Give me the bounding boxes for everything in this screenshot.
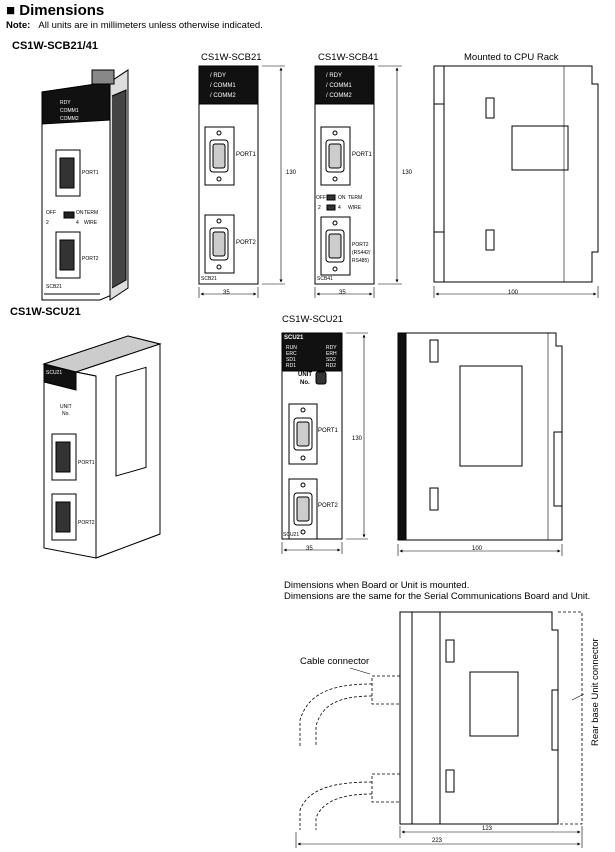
scu21-height: 130 xyxy=(352,436,363,442)
mounted-caption-1: Dimensions when Board or Unit is mounted… xyxy=(284,580,470,591)
scb41-term: TERM xyxy=(348,195,363,201)
scb41-port2-rs442: (RS442/ xyxy=(352,250,371,256)
scb41-title: CS1W-SCB41 xyxy=(318,52,379,63)
model-scb21-41: CS1W-SCB21/41 xyxy=(12,40,98,52)
scb41-on: ON xyxy=(338,195,346,201)
photo-scb-two: 2 xyxy=(46,220,49,226)
photo-scb-on: ON xyxy=(76,210,84,216)
side-view-rack xyxy=(433,65,599,298)
scb21-led-comm2: / COMM2 xyxy=(210,93,236,99)
photo-scb-code: SCB21 xyxy=(46,284,62,290)
scb21-title: CS1W-SCB21 xyxy=(201,52,262,63)
scu21-port1-label: PORT1 xyxy=(318,428,338,434)
mounted-caption-2: Dimensions are the same for the Serial C… xyxy=(284,591,591,602)
scu21-leds-left: RUN ERC SD1 RD1 xyxy=(286,345,297,369)
scu21-led-rd1: RD1 xyxy=(286,363,297,369)
scb41-wire: WIRE xyxy=(348,205,362,211)
note-text: All units are in millimeters unless othe… xyxy=(38,20,263,31)
scu21-title: CS1W-SCU21 xyxy=(282,314,344,325)
scb41-led-comm1: / COMM1 xyxy=(326,83,352,89)
dim-inner: 123 xyxy=(482,826,493,832)
side-title: Mounted to CPU Rack xyxy=(464,52,559,63)
photo-scb-four: 4 xyxy=(76,220,79,226)
photo-scb-comm1: COMM1 xyxy=(60,108,79,114)
photo-scu-port2: PORT2 xyxy=(78,520,95,526)
scb41-led-rdy: / RDY xyxy=(326,73,343,79)
scu21-leds-right: RDY ERH SD2 RD2 xyxy=(326,345,337,369)
scb41-width: 35 xyxy=(339,290,346,296)
scb41-four: 4 xyxy=(338,205,341,211)
scu21-side-depth: 100 xyxy=(472,546,483,552)
page-title: ■ Dimensions xyxy=(6,2,104,19)
photo-scb-port2: PORT2 xyxy=(82,256,99,262)
photo-scb-port1: PORT1 xyxy=(82,170,99,176)
scb41-code: SCB41 xyxy=(317,276,333,282)
scb21-port1-label: PORT1 xyxy=(236,152,256,158)
units-note: Note: All units are in millimeters unles… xyxy=(6,20,263,31)
scu21-led-erh: ERH xyxy=(326,351,337,357)
rear-connector-label: Rear base Unit connector xyxy=(590,638,601,746)
mounted-assembly xyxy=(295,611,585,848)
photo-scb-rdy: RDY xyxy=(60,100,71,106)
scb21-height: 130 xyxy=(286,170,297,176)
scu21-code: SCU21 xyxy=(284,335,304,341)
photo-scu-port1: PORT1 xyxy=(78,460,95,466)
scu21-led-rdy: RDY xyxy=(326,345,337,351)
scb21-led-rdy: / RDY xyxy=(210,73,227,79)
photo-scu-unit: UNIT xyxy=(60,404,72,410)
photo-scb-off: OFF xyxy=(46,210,56,216)
scb41-off: OFF xyxy=(316,195,326,201)
side-depth: 100 xyxy=(508,290,519,296)
page-title-text: Dimensions xyxy=(19,2,105,19)
scb41-led-comm2: / COMM2 xyxy=(326,93,352,99)
photo-scb-wire: WIRE xyxy=(84,220,98,226)
scu21-no-label: No. xyxy=(300,380,310,386)
scu21-led-sd2: SD2 xyxy=(326,357,336,363)
scu21-led-sd1: SD1 xyxy=(286,357,296,363)
scb41-port2-rs485: RS485) xyxy=(352,258,369,264)
scb-photo xyxy=(41,69,129,301)
scb41-height: 130 xyxy=(402,170,413,176)
scu-photo xyxy=(42,335,162,559)
scb21-width: 35 xyxy=(223,290,230,296)
photo-scb-comm2: COMM2 xyxy=(60,116,79,122)
model-scu21: CS1W-SCU21 xyxy=(10,306,81,318)
scb41-port2-label: PORT2 xyxy=(352,242,369,248)
scb21-front xyxy=(198,65,285,298)
scu21-led-erc: ERC xyxy=(286,351,297,357)
photo-scb-term: TERM xyxy=(84,210,99,216)
note-label: Note: xyxy=(6,20,31,31)
scu21-front xyxy=(281,332,368,554)
photo-scu-no: No. xyxy=(62,411,70,417)
scu21-side xyxy=(397,332,563,556)
scu21-width: 35 xyxy=(306,546,313,552)
scb21-port2-label: PORT2 xyxy=(236,240,256,246)
dim-total: 223 xyxy=(432,838,443,844)
scu21-bottom-code: SCU21 xyxy=(283,532,300,538)
scb41-front xyxy=(314,65,402,298)
scb21-led-comm1: / COMM1 xyxy=(210,83,236,89)
scu21-unit-label: UNIT xyxy=(298,372,312,378)
scu21-led-run: RUN xyxy=(286,345,297,351)
square-bullet-icon: ■ xyxy=(6,2,16,19)
scb41-two: 2 xyxy=(318,205,321,211)
scb41-port1-label: PORT1 xyxy=(352,152,372,158)
cable-connector-label: Cable connector xyxy=(300,656,370,667)
photo-scu-code: SCU21 xyxy=(46,370,63,376)
scu21-led-rd2: RD2 xyxy=(326,363,337,369)
scu21-port2-label: PORT2 xyxy=(318,503,338,509)
scb21-code: SCB21 xyxy=(201,276,217,282)
